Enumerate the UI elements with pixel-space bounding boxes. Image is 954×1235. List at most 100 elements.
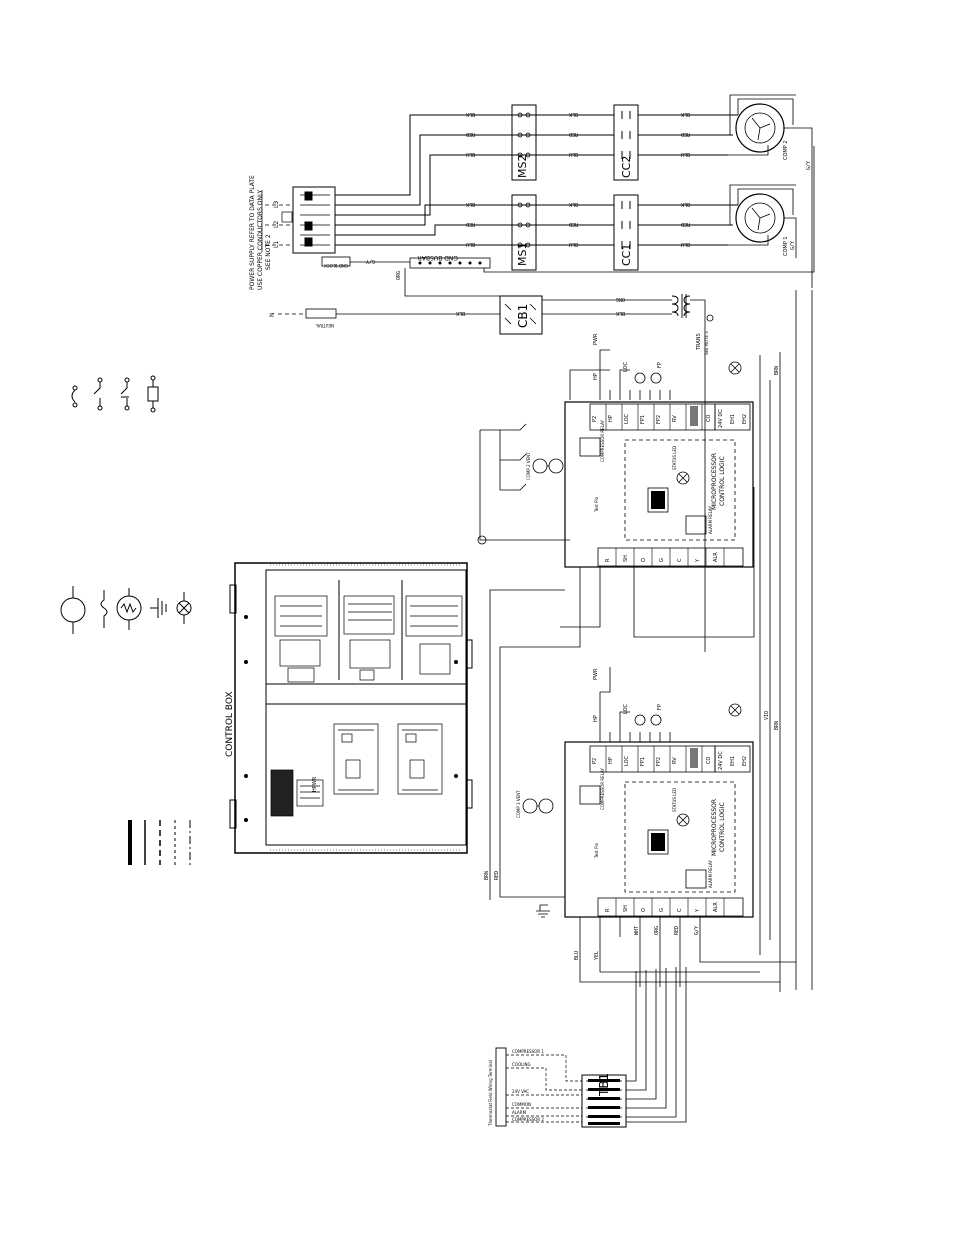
box-transformer-block <box>405 595 463 675</box>
tb1-row-cooling: COOLING <box>512 1062 531 1067</box>
trans-note: SEE NOTE 3 <box>704 331 709 355</box>
board1-status-led: STATUS LED <box>672 788 677 812</box>
wire-ms2-blu-in: BLU <box>466 151 475 157</box>
transformer <box>671 294 714 352</box>
wire-board-brn-1: BRN <box>484 871 490 880</box>
wire-board-gy: G/Y <box>694 926 700 935</box>
wire-comp2-gy: G/Y <box>806 161 812 170</box>
wire-ms2-red-in: RED <box>466 131 475 137</box>
cc1-contactor <box>613 194 738 271</box>
wire-board-brn-3: BRN <box>774 366 780 375</box>
cc1-label: CC1 <box>620 244 633 266</box>
board1-lower-g: G <box>659 908 665 912</box>
board1-comp-relay: COMPRESSOR RELAY <box>600 768 605 810</box>
wire-cc2-red: RED <box>681 131 690 137</box>
board1-pin-p2: P2 <box>592 758 598 764</box>
board2-hp-switch: HP <box>593 373 599 380</box>
board2-pin-p2: P2 <box>592 416 598 422</box>
legend-switch-icon <box>100 590 108 628</box>
control-board-2 <box>477 349 754 568</box>
board1-pin-hp: HP <box>608 757 614 764</box>
feeder-wires <box>335 114 510 246</box>
board2-alarm-relay: ALARM RELAY <box>708 506 713 534</box>
legend-lamp-icon <box>176 592 192 624</box>
terminal-l3: L3 <box>273 201 280 208</box>
wire-ms1-blk-in: BLK <box>466 201 475 207</box>
ms2-label: MS2 <box>516 155 529 178</box>
ms1-label: MS1 <box>516 243 529 266</box>
legend-thermistor-icon <box>116 588 142 630</box>
wire-cc1-blk: BLK <box>681 201 690 207</box>
board1-lower-alr: ALR <box>713 902 719 912</box>
control-box-hpwr-label: HPWR <box>312 776 318 792</box>
board2-sensors <box>634 361 742 384</box>
comp1-label: COMP 1 <box>783 236 789 256</box>
wire-ms2-blu-out: BLU <box>569 151 578 157</box>
control-box-label: CONTROL BOX <box>225 691 235 757</box>
wire-board-yel: YEL <box>594 951 600 960</box>
board2-control-logic: CONTROL LOGIC <box>719 456 726 506</box>
board1-pin-fp1: FP1 <box>640 757 646 766</box>
wire-ms1-red-in: RED <box>466 221 475 227</box>
board1-alarm-relay: ALARM RELAY <box>708 860 713 888</box>
wire-board-brn-2: BRN <box>774 721 780 730</box>
board1-control-logic: CONTROL LOGIC <box>719 802 726 852</box>
cb1-breaker <box>499 295 672 335</box>
wire-board-vio: VIO <box>764 711 770 720</box>
wire-board-red-2: RED <box>674 926 680 935</box>
wire-board-wht: WHT <box>634 926 640 935</box>
wire-board-blu: BLU <box>574 951 580 960</box>
trans-label: TRANS <box>696 333 702 351</box>
cb1-label: CB1 <box>516 304 530 328</box>
board1-hp-switch: HP <box>593 715 599 722</box>
terminal-l1: L1 <box>273 241 280 248</box>
power-supply-title: POWER SUPPLY REFER TO DATA PLATE <box>249 175 256 290</box>
board1-pin-loc: LOC <box>624 755 630 766</box>
ms2-cc2-wires <box>550 114 614 156</box>
tb1-title: Thermostat Field Wiring Terminal <box>488 1060 493 1127</box>
gnd-busbar <box>350 146 815 297</box>
board1-comp-vent: COMP 1 VENT <box>516 790 521 818</box>
control-board-1 <box>522 667 754 918</box>
board2-pin-co: CO <box>706 415 712 422</box>
board1-fp-sensor: FP <box>657 704 663 710</box>
board2-status-led: STATUS LED <box>672 446 677 470</box>
power-supply-line2: USE COPPER CONDUCTORS ONLY <box>257 189 264 290</box>
box-circuit-board-2 <box>397 723 443 795</box>
board2-lower-r: R <box>605 558 611 562</box>
board2-pwr: PWR <box>593 333 599 345</box>
wire-board-org: ORG <box>654 926 660 935</box>
wire-ms1-red-out: RED <box>569 221 578 227</box>
legend-line-types <box>128 820 191 865</box>
board2-fp-sensor: FP <box>657 362 663 368</box>
gnd-block-label: GND BLOCK <box>324 263 348 268</box>
board1-24vdc: 24V DC <box>718 751 724 770</box>
power-terminal-block <box>261 186 351 267</box>
board2-pin-loc: LOC <box>624 413 630 424</box>
board1-pin-co: CO <box>706 757 712 764</box>
tb1-row-alarm: ALARM <box>512 1110 527 1115</box>
board2-pin-fp2: FP2 <box>656 415 662 424</box>
board2-lower-g: G <box>659 558 665 562</box>
comp2-motor <box>728 94 813 288</box>
wire-cc1-red: RED <box>681 221 690 227</box>
board2-microprocessor: MICROPROCESSOR <box>711 453 718 510</box>
board2-comp-vent: COMP 2 VENT <box>526 452 531 480</box>
board1-eh2: EH2 <box>742 756 748 766</box>
legend-ground-icon <box>150 598 167 618</box>
board2-lower-c: C <box>677 558 683 562</box>
board2-pin-hp: HP <box>608 415 614 422</box>
board1-sensors <box>634 703 742 726</box>
board2-lower-sh: SH <box>623 555 629 562</box>
wire-cc2-blu: BLU <box>681 151 690 157</box>
board2-lower-o: O <box>641 558 647 562</box>
wire-ms2-blk-out: BLK <box>569 111 578 117</box>
wire-cb1-org: ORG <box>616 296 625 302</box>
wire-cc2-blk: BLK <box>681 111 690 117</box>
tb1-terminal-block <box>495 967 687 1128</box>
terminal-l2: L2 <box>273 221 280 228</box>
wire-comp1-gy: G/Y <box>790 241 796 250</box>
board1-eh1: EH1 <box>730 756 736 766</box>
tb1-row-compressor-2: COMPRESSOR 2 <box>512 1117 544 1122</box>
